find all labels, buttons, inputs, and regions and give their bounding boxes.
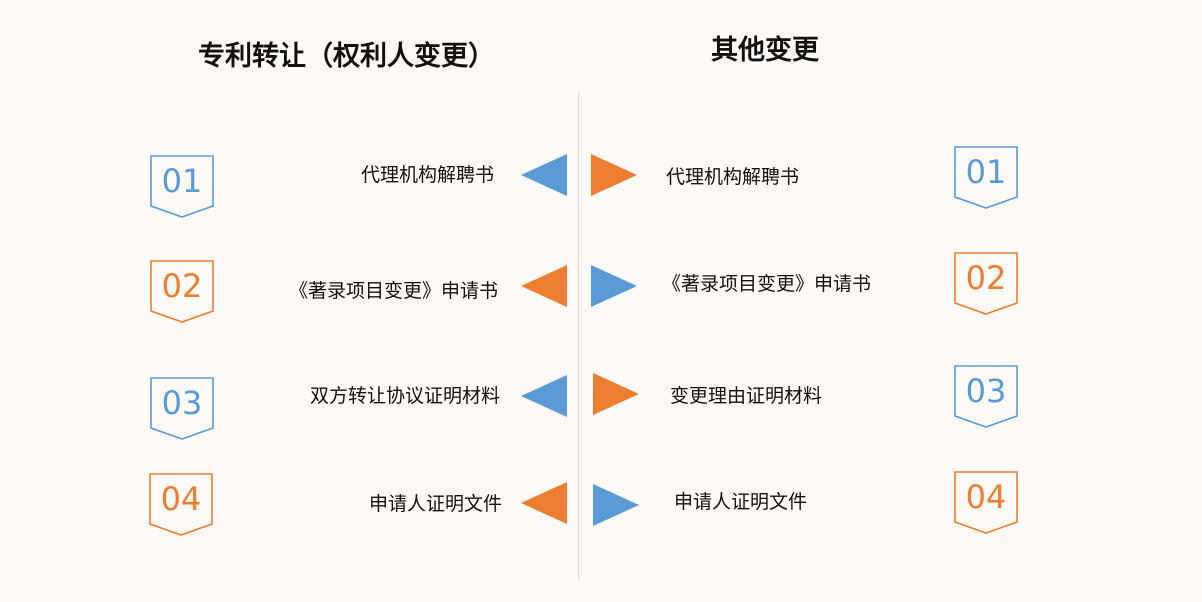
right-item-label-02: 《著录项目变更》申请书 xyxy=(662,273,872,295)
left-item-label-03: 双方转让协议证明材料 xyxy=(309,385,500,407)
left-item-label-02: 《著录项目变更》申请书 xyxy=(288,280,498,302)
badge-shield-icon xyxy=(150,260,214,323)
badge-shield-icon xyxy=(954,365,1018,428)
left-badge-number: 04 xyxy=(160,480,202,518)
right-arrow-04-icon xyxy=(593,484,639,526)
badge-shield-icon xyxy=(954,471,1018,534)
center-divider xyxy=(578,92,579,580)
left-badge-03: 03 xyxy=(150,377,214,441)
left-badge-number: 02 xyxy=(161,267,203,305)
badge-shield-icon xyxy=(150,377,214,440)
badge-shield-icon xyxy=(149,473,213,536)
badge-shield-icon xyxy=(954,252,1018,315)
right-arrow-03-icon xyxy=(593,373,639,415)
right-badge-03: 03 xyxy=(954,365,1018,429)
right-badge-02: 02 xyxy=(954,252,1018,316)
left-arrow-02-icon xyxy=(521,265,567,307)
right-item-label-01: 代理机构解聘书 xyxy=(666,166,800,188)
left-badge-number: 01 xyxy=(161,162,203,200)
left-arrow-01-icon xyxy=(521,154,567,196)
left-item-label-01: 代理机构解聘书 xyxy=(360,164,494,186)
right-arrow-01-icon xyxy=(591,154,637,196)
left-badge-number: 03 xyxy=(161,384,203,422)
right-badge-01: 01 xyxy=(954,146,1018,210)
left-badge-04: 04 xyxy=(149,473,213,537)
left-item-label-04: 申请人证明文件 xyxy=(368,493,502,515)
right-badge-number: 04 xyxy=(965,478,1007,516)
right-item-label-04: 申请人证明文件 xyxy=(674,491,808,513)
right-column-title: 其他变更 xyxy=(711,35,819,66)
right-badge-number: 03 xyxy=(965,372,1007,410)
left-badge-01: 01 xyxy=(150,155,214,219)
left-arrow-03-icon xyxy=(521,375,567,417)
right-badge-number: 01 xyxy=(965,153,1007,191)
right-badge-04: 04 xyxy=(954,471,1018,535)
right-item-label-03: 变更理由证明材料 xyxy=(670,385,823,407)
right-arrow-02-icon xyxy=(591,265,637,307)
left-arrow-04-icon xyxy=(521,482,567,524)
badge-shield-icon xyxy=(150,155,214,218)
left-badge-02: 02 xyxy=(150,260,214,324)
badge-shield-icon xyxy=(954,146,1018,209)
left-column-title: 专利转让（权利人变更） xyxy=(198,41,495,72)
right-badge-number: 02 xyxy=(965,259,1007,297)
